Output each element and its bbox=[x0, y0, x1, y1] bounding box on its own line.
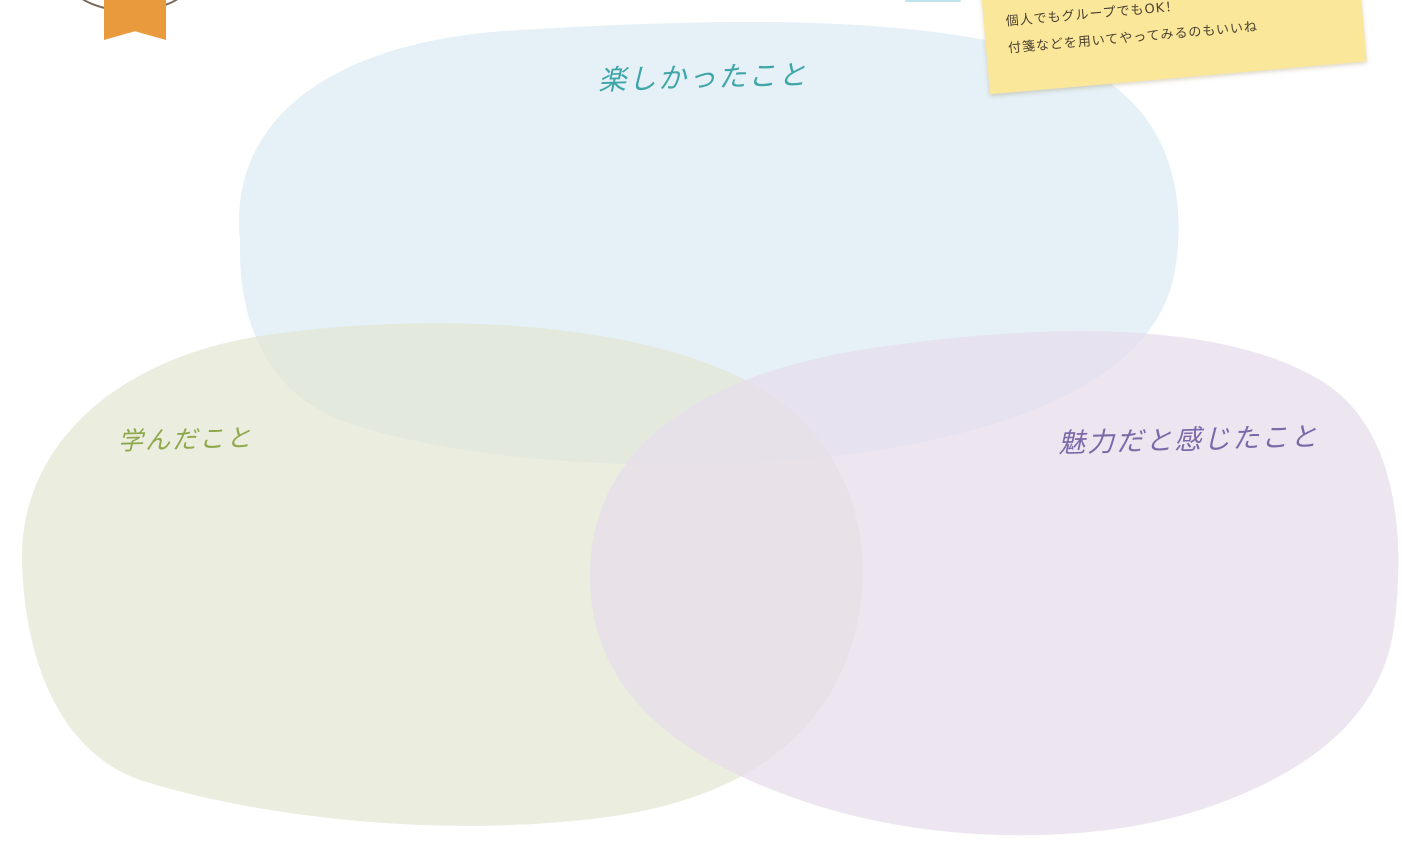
header-corner-shape bbox=[905, 0, 961, 2]
venn-label-top: 楽しかったこと bbox=[597, 58, 809, 97]
venn-label-right: 魅力だと感じたこと bbox=[1057, 421, 1320, 460]
venn-circle-right bbox=[589, 331, 1399, 836]
venn-label-left: 学んだこと bbox=[117, 423, 254, 456]
